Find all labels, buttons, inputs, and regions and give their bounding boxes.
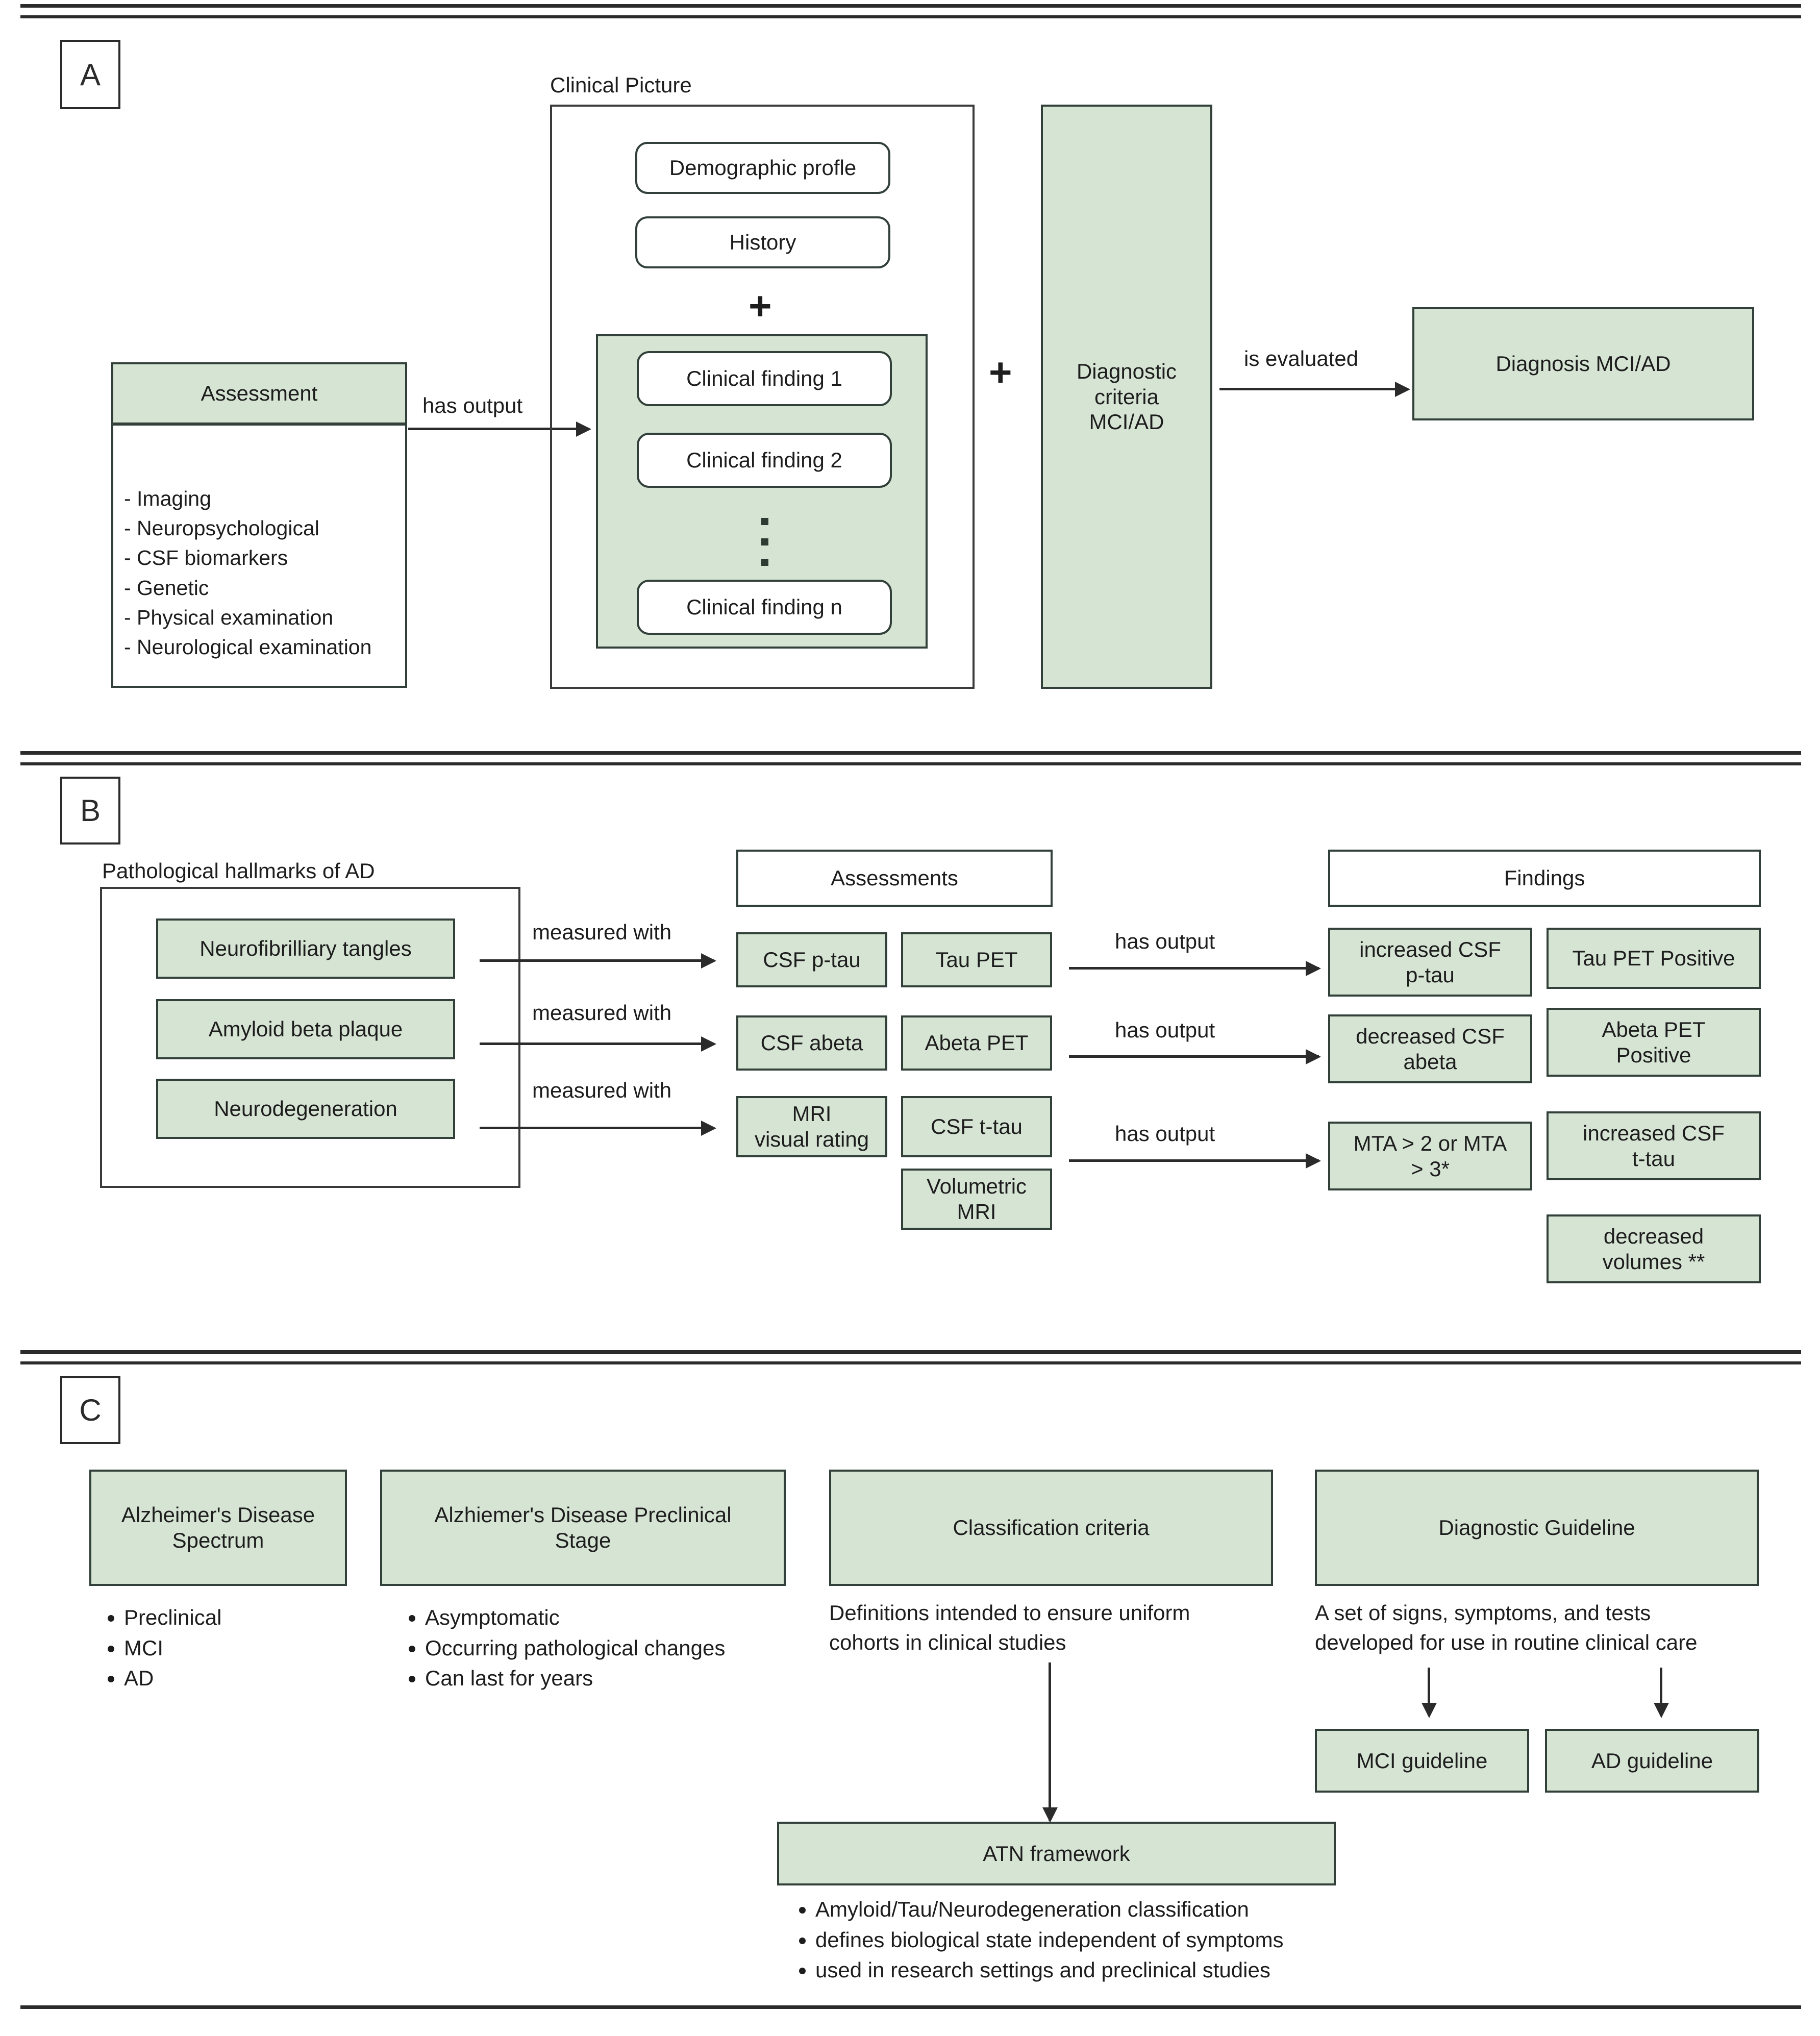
finding-increased-csf-p-tau-label: increased CSF p-tau: [1359, 937, 1501, 987]
assessment-item-list: - Imaging - Neuropsychological - CSF bio…: [124, 487, 372, 659]
finding-decreased-volumes-label: decreased volumes **: [1602, 1224, 1705, 1274]
ad-preclinical-stage-box: Alzhiemer's Disease Preclinical Stage: [380, 1470, 786, 1586]
list-item: MCI: [124, 1633, 360, 1663]
assessment-tau-pet: Tau PET: [901, 932, 1052, 987]
ad-preclinical-bullets: Asymptomatic Occurring pathological chan…: [395, 1602, 814, 1694]
finding-mta-threshold-label: MTA > 2 or MTA > 3*: [1353, 1131, 1507, 1181]
edge-label-measured-with-3: measured with: [532, 1078, 672, 1102]
ad-spectrum-bullets: Preclinical MCI AD: [94, 1602, 360, 1694]
list-item: defines biological state independent of …: [815, 1925, 1500, 1955]
arrow-neurodegeneration-to-assessment: [480, 1127, 714, 1129]
arrow-tangles-to-assessment: [480, 959, 714, 962]
panel-label-c: C: [60, 1376, 120, 1444]
finding-abeta-pet-positive: Abeta PET Positive: [1547, 1008, 1761, 1077]
assessment-volumetric-mri: Volumetric MRI: [901, 1169, 1052, 1230]
finding-tau-pet-positive: Tau PET Positive: [1547, 928, 1761, 989]
assessment-csf-p-tau: CSF p-tau: [736, 932, 887, 987]
arrow-criteria-to-diagnosis: [1219, 388, 1408, 390]
divider-a-b-line-2: [20, 762, 1801, 765]
finding-decreased-volumes: decreased volumes **: [1547, 1214, 1761, 1283]
assessments-header: Assessments: [736, 850, 1053, 907]
plus-inner-clinical-picture: +: [749, 283, 772, 328]
clinical-findings-ellipsis: [761, 518, 768, 566]
bottom-divider-line: [20, 2005, 1801, 2009]
list-item: AD: [124, 1663, 360, 1694]
assessment-csf-abeta: CSF abeta: [736, 1015, 887, 1071]
edge-label-has-output-a: has output: [422, 393, 523, 417]
arrow-assessment-to-finding-3: [1069, 1159, 1319, 1162]
finding-increased-csf-t-tau-label: increased CSF t-tau: [1583, 1121, 1725, 1171]
panel-label-b: B: [60, 777, 120, 845]
mci-guideline-box: MCI guideline: [1315, 1729, 1529, 1793]
atn-framework-box: ATN framework: [777, 1822, 1336, 1885]
list-item: Can last for years: [425, 1663, 814, 1694]
list-item: Asymptomatic: [425, 1602, 814, 1633]
list-item: Preclinical: [124, 1602, 360, 1633]
edge-label-has-output-b2: has output: [1115, 1018, 1215, 1042]
assessment-abeta-pet: Abeta PET: [901, 1015, 1052, 1071]
diagnostic-criteria-box: Diagnostic criteria MCI/AD: [1041, 105, 1212, 689]
finding-mta-threshold: MTA > 2 or MTA > 3*: [1328, 1122, 1532, 1190]
arrow-guideline-to-mci: [1428, 1668, 1430, 1716]
edge-label-has-output-b3: has output: [1115, 1122, 1215, 1146]
edge-label-measured-with-2: measured with: [532, 1001, 672, 1025]
list-item: Amyloid/Tau/Neurodegeneration classifica…: [815, 1894, 1500, 1925]
assessment-mri-visual-rating-label: MRI visual rating: [754, 1102, 869, 1151]
divider-a-b-line-1: [20, 751, 1801, 755]
ad-guideline-box: AD guideline: [1545, 1729, 1759, 1793]
top-divider-line-1: [20, 4, 1801, 8]
arrow-assessment-to-clinical-picture: [408, 428, 589, 430]
diagnostic-criteria-label: Diagnostic criteria MCI/AD: [1076, 359, 1177, 434]
divider-b-c-line-1: [20, 1350, 1801, 1354]
hallmarks-container: [100, 887, 520, 1188]
edge-label-has-output-b1: has output: [1115, 929, 1215, 953]
ad-spectrum-label: Alzheimer's Disease Spectrum: [121, 1503, 315, 1552]
plus-outer-panel-a: +: [989, 350, 1012, 394]
arrow-classification-to-atn: [1049, 1662, 1051, 1821]
assessment-header-box: Assessment: [111, 362, 407, 425]
clinical-picture-container: [550, 105, 975, 689]
arrow-guideline-to-ad: [1660, 1668, 1662, 1716]
hallmarks-title: Pathological hallmarks of AD: [102, 859, 375, 883]
hallmark-amyloid-beta-plaque: Amyloid beta plaque: [156, 999, 455, 1059]
diagnostic-guideline-caption: A set of signs, symptoms, and tests deve…: [1315, 1601, 1698, 1654]
assessment-body-box: [111, 424, 407, 688]
edge-label-is-evaluated: is evaluated: [1244, 346, 1359, 370]
edge-label-measured-with-1: measured with: [532, 920, 672, 944]
arrow-assessment-to-finding-1: [1069, 967, 1319, 970]
ad-spectrum-box: Alzheimer's Disease Spectrum: [89, 1470, 347, 1586]
assessment-csf-t-tau: CSF t-tau: [901, 1096, 1052, 1157]
finding-increased-csf-t-tau: increased CSF t-tau: [1547, 1111, 1761, 1180]
finding-increased-csf-p-tau: increased CSF p-tau: [1328, 928, 1532, 997]
assessment-volumetric-mri-label: Volumetric MRI: [926, 1174, 1027, 1224]
clinical-finding-2: Clinical finding 2: [637, 433, 892, 488]
classification-criteria-caption: Definitions intended to ensure uniform c…: [829, 1601, 1190, 1654]
atn-framework-bullets: Amyloid/Tau/Neurodegeneration classifica…: [786, 1894, 1500, 1985]
divider-b-c-line-2: [20, 1361, 1801, 1364]
panel-label-a: A: [60, 40, 120, 109]
arrow-assessment-to-finding-2: [1069, 1055, 1319, 1058]
finding-decreased-csf-abeta-label: decreased CSF abeta: [1356, 1024, 1505, 1074]
list-item: used in research settings and preclinica…: [815, 1955, 1500, 1985]
finding-decreased-csf-abeta: decreased CSF abeta: [1328, 1014, 1532, 1083]
classification-criteria-box: Classification criteria: [829, 1470, 1273, 1586]
list-item: Occurring pathological changes: [425, 1633, 814, 1663]
hallmark-neurofibrilliary-tangles: Neurofibrilliary tangles: [156, 918, 455, 979]
finding-abeta-pet-positive-label: Abeta PET Positive: [1602, 1017, 1706, 1067]
arrow-amyloid-to-assessment: [480, 1042, 714, 1045]
clinical-picture-title: Clinical Picture: [550, 73, 692, 97]
top-divider-line-2: [20, 15, 1801, 18]
hallmark-neurodegeneration: Neurodegeneration: [156, 1079, 455, 1139]
assessment-mri-visual-rating: MRI visual rating: [736, 1096, 887, 1157]
history-box: History: [635, 216, 890, 268]
clinical-finding-n: Clinical finding n: [637, 580, 892, 635]
demographic-profile-box: Demographic profle: [635, 142, 890, 194]
ad-preclinical-stage-label: Alzhiemer's Disease Preclinical Stage: [434, 1503, 732, 1552]
findings-header: Findings: [1328, 850, 1761, 907]
diagnosis-mci-ad-box: Diagnosis MCI/AD: [1412, 307, 1754, 420]
clinical-finding-1: Clinical finding 1: [637, 351, 892, 406]
diagnostic-guideline-box: Diagnostic Guideline: [1315, 1470, 1759, 1586]
